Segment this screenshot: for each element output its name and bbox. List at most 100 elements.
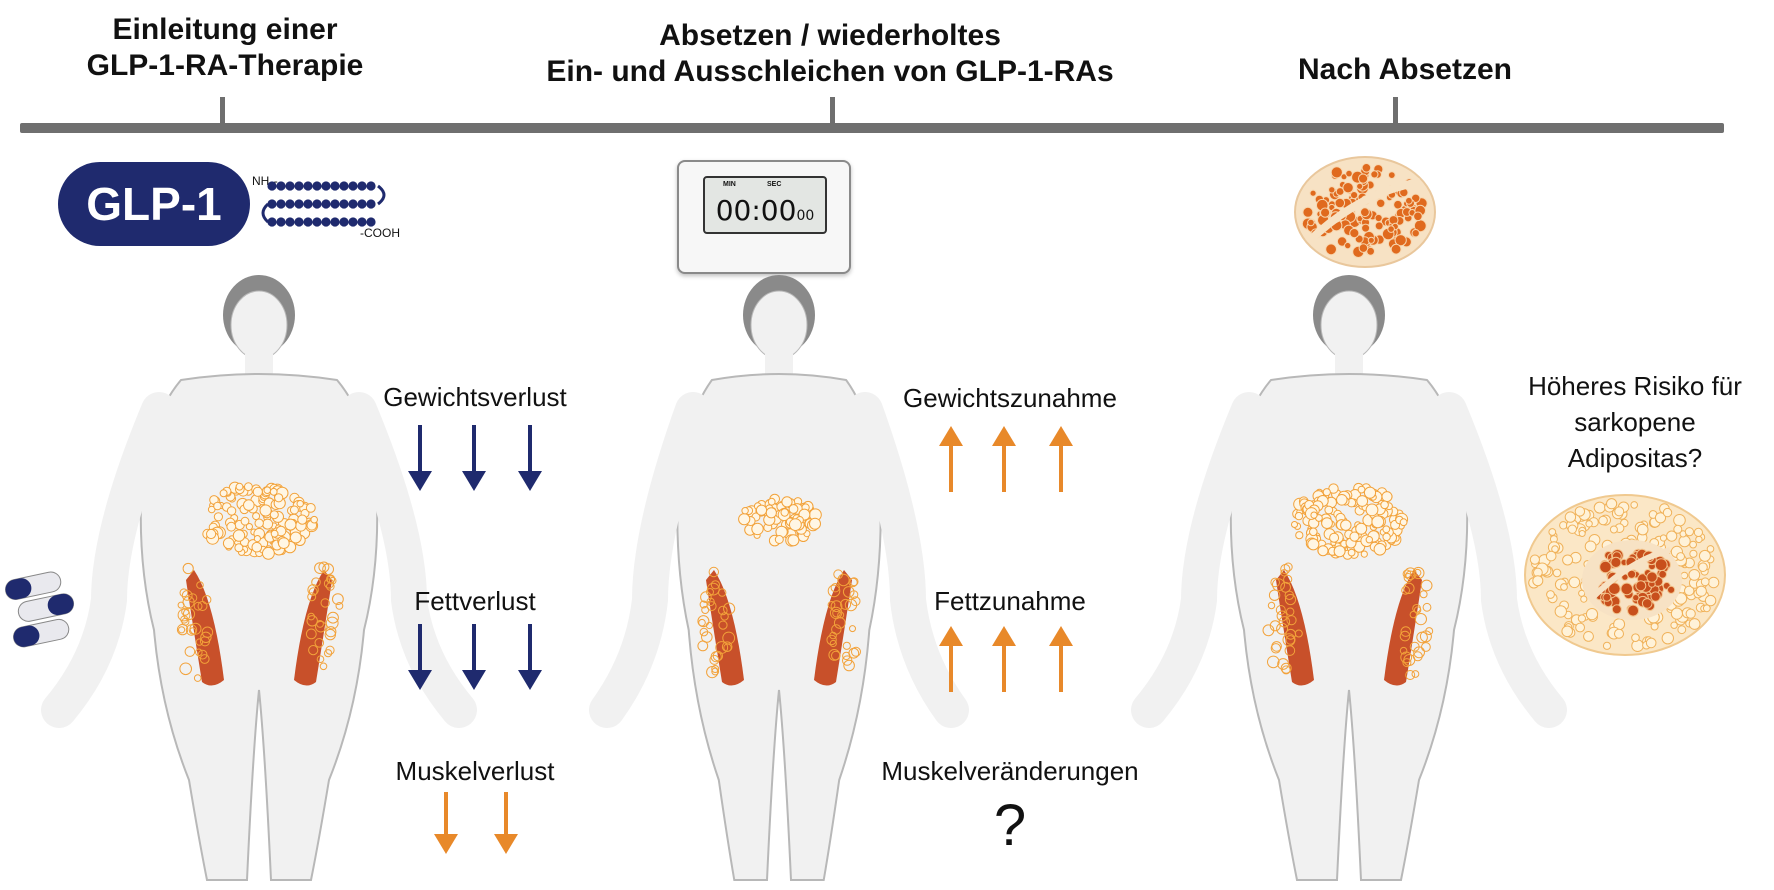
fat-cell [1272,578,1285,592]
fat-cell [1412,566,1425,580]
fat-cell [1704,594,1717,607]
fat-cell [1559,521,1568,530]
peptide-bead [348,181,358,191]
fat-cell [1262,624,1275,637]
fat-cell [1399,630,1411,642]
fat-cell [697,640,709,652]
fat-cell [830,600,843,613]
fat-cell [235,482,244,491]
fat-cell [1267,655,1280,669]
fat-cell [767,497,776,506]
down-arrow-icon [518,425,542,491]
fat-cell [1356,495,1369,507]
fat-cell [305,503,316,513]
fat-cell [243,499,255,511]
down-arrow-icon [408,425,432,491]
peptide-bead [294,181,304,191]
peptide-bead [312,217,322,227]
fat-tissue-icon [1294,156,1436,268]
fat-cell [1580,595,1588,603]
right-arm [1431,392,1567,728]
up-arrow-icon [992,426,1016,492]
fat-cell [182,607,196,621]
fat-cell [1552,568,1562,578]
fat-cell [1403,582,1415,594]
fat-cell [1294,629,1303,638]
fat-cell [269,487,278,496]
fat-cell [709,654,720,665]
fat-cell [1554,605,1567,618]
peptide-bead [357,181,367,191]
fat-cell [1357,485,1366,494]
fat-cell [1403,573,1413,583]
down-arrow-icon [462,624,486,690]
fat-cell [844,598,858,612]
fat-cell [1276,610,1288,622]
fat-cell [1562,554,1574,566]
fat-cell [1529,554,1540,565]
right-thigh-muscle [814,570,852,686]
down-arrow-icon [518,624,542,690]
fat-cell [1275,605,1286,615]
fat-cell [1330,166,1343,179]
peptide-bead [303,217,313,227]
peptide-bead [276,181,286,191]
fat-cell [1394,234,1407,247]
fat-cell [1329,532,1340,543]
fat-cell [1376,198,1386,208]
stage-1-title-line2: GLP-1-RA-Therapie [86,49,364,82]
fat-cell [1698,562,1708,572]
fat-cell [284,518,297,531]
peptide-bead [312,199,322,209]
fat-cell [1658,569,1668,579]
fat-cell [253,535,261,543]
weight-gain-label: Gewichtszunahme [903,383,1117,413]
fat-cell [1567,524,1577,534]
fat-cell [314,638,325,648]
nh2-text: NH [252,174,270,188]
fat-cell [189,622,202,635]
person-figure-2 [589,275,969,881]
fat-cell [1585,608,1599,621]
fat-cell [809,517,821,530]
fat-cell [1532,575,1544,587]
fat-cell [706,597,715,607]
fat-cell [1583,631,1594,642]
fat-cell [289,505,299,515]
fat-cell [1393,199,1403,210]
fat-cell [1358,173,1369,184]
stage-3-title-line1: Nach Absetzen [1298,53,1512,86]
fat-cell [315,620,327,633]
fat-cell [1409,641,1420,652]
fat-cell [1614,628,1624,639]
fat-cell [1413,568,1422,577]
fat-cell [1666,530,1678,542]
fat-cell [199,654,210,664]
fat-cell [308,587,318,596]
face [750,290,808,360]
down-arrow-orange-icon [494,792,518,854]
fat-cell [1360,550,1368,558]
fat-cell [1310,511,1318,519]
peptide-bead [330,199,340,209]
fat-cell [178,626,186,634]
fat-cell [269,510,279,520]
fat-cell [226,521,237,532]
fat-cell [1636,523,1649,536]
fat-cell [1370,170,1379,179]
fat-cell [319,662,328,671]
fat-cell [1367,236,1375,244]
fat-cell [1345,169,1353,178]
peptide-bead [303,181,313,191]
fat-cell [1670,607,1683,620]
fat-cell [1707,576,1720,589]
fat-cell [1419,590,1428,599]
peptide-bead [285,199,295,209]
fat-cell [1546,590,1555,599]
fat-cell [1267,601,1276,610]
fat-cell [706,666,719,679]
weight-loss-label: Gewichtsverlust [383,382,567,412]
fat-cell [213,512,224,522]
fat-cell [1387,225,1395,233]
stage-2-title-line1: Absetzen / wiederholtes [659,19,1001,52]
